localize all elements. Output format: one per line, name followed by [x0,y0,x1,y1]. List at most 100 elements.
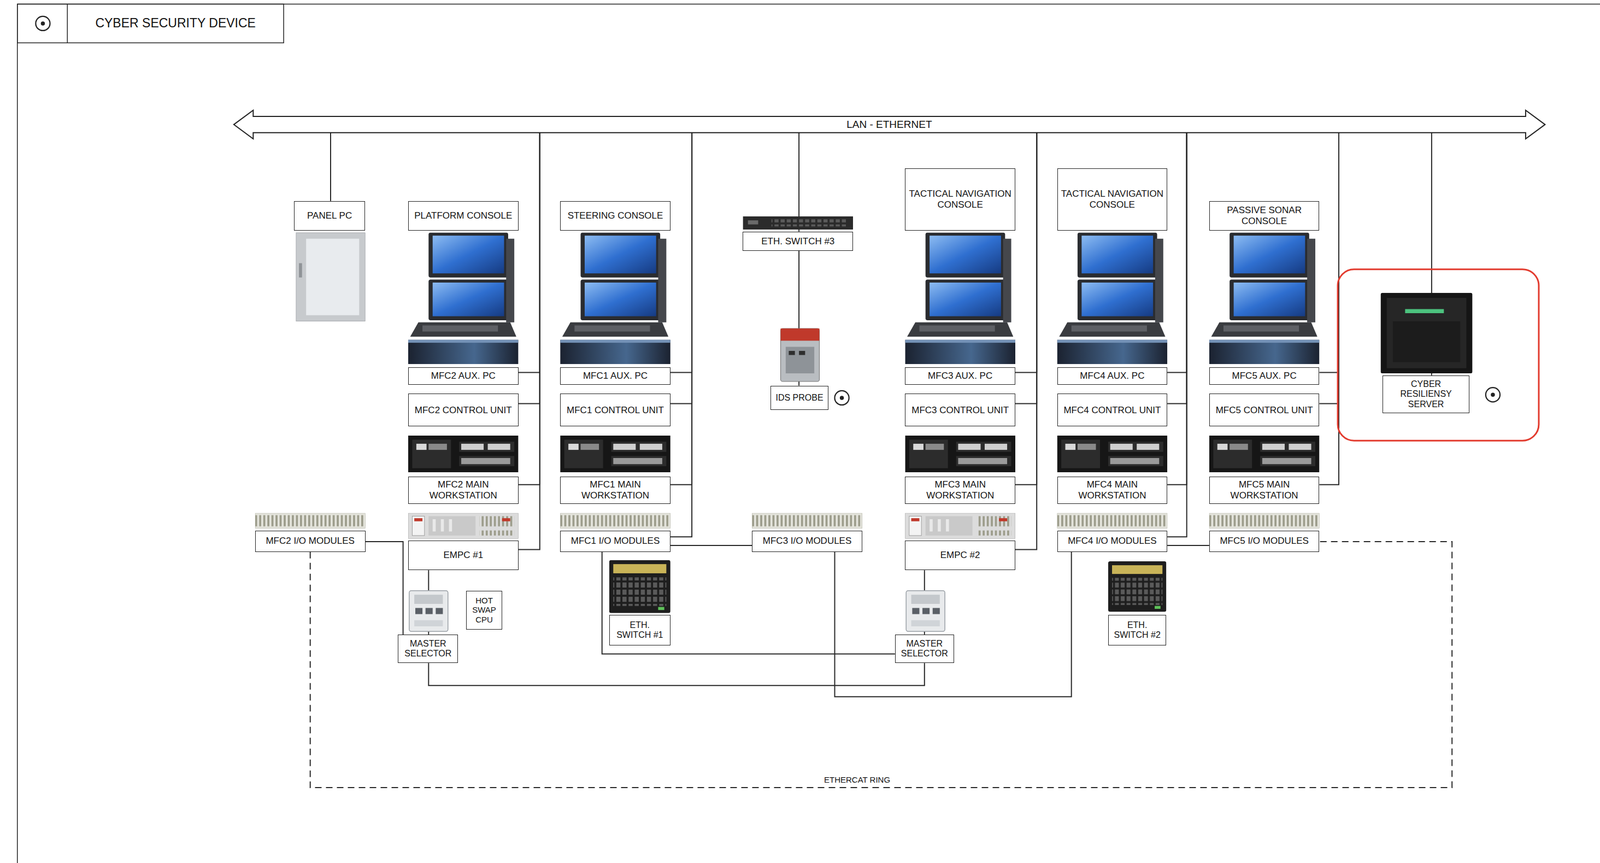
device-name: PLATFORM CONSOLE [414,210,513,222]
device-name: MFC3 MAIN WORKSTATION [908,479,1013,501]
device-name: CYBER RESILIENSY SERVER [1385,379,1467,410]
workstation-image [1057,435,1168,473]
device-label: MFC1 I/O MODULES [560,530,671,552]
console-image [907,232,1014,337]
device-name: STEERING CONSOLE [567,210,664,222]
master-selector-image [906,590,945,632]
empc-image [408,513,519,539]
io-modules-image [751,513,863,529]
device-label: MFC4 AUX. PC [1057,367,1168,385]
device-label: MFC1 CONTROL UNIT [560,393,671,427]
network-link [428,662,925,686]
network-link [1015,132,1037,485]
device-name: MFC2 CONTROL UNIT [414,404,513,416]
device-name: MFC3 AUX. PC [927,370,993,382]
device-label: ETH. SWITCH #3 [742,231,854,251]
device-name: TACTICAL NAVIGATION CONSOLE [908,188,1013,210]
device-name: MFC5 MAIN WORKSTATION [1212,479,1317,501]
aux-pc-image [1057,339,1168,365]
workstation-image [904,435,1016,473]
device-label: PANEL PC [293,201,366,231]
legend-divider [66,3,68,43]
bus-label: LAN - ETHERNET [840,118,938,131]
device-label: MASTER SELECTOR [895,634,955,663]
workstation-image [408,435,519,473]
master-selector-image [409,590,449,632]
console-image [1211,232,1318,337]
device-label: EMPC #1 [408,540,519,570]
network-link [670,132,692,404]
network-link [518,132,540,550]
aux-pc-image [1209,339,1320,365]
device-name: MFC1 AUX. PC [583,370,648,382]
device-name: MFC3 CONTROL UNIT [911,404,1009,416]
cyber-security-symbol [1485,387,1500,402]
device-label: MFC2 CONTROL UNIT [408,393,519,427]
device-name: EMPC #2 [940,549,981,561]
device-label: PLATFORM CONSOLE [408,201,519,231]
device-label: MFC5 AUX. PC [1209,367,1320,385]
device-label: MASTER SELECTOR [397,634,458,663]
device-label: MFC2 MAIN WORKSTATION [408,476,519,504]
ethernet-switch-image [742,216,854,230]
network-link [670,544,752,546]
device-name: TACTICAL NAVIGATION CONSOLE [1060,188,1165,210]
device-label: CYBER RESILIENSY SERVER [1382,375,1470,414]
device-label: MFC3 I/O MODULES [751,530,863,552]
device-name: MFC1 CONTROL UNIT [566,404,664,416]
network-link [1319,132,1340,373]
device-label: ETH. SWITCH #1 [609,614,671,646]
device-name: MFC1 MAIN WORKSTATION [563,479,668,501]
panel-pc-image [296,232,366,322]
device-name: MFC2 I/O MODULES [265,535,355,547]
legend-entry: CYBER SECURITY DEVICE [67,3,284,43]
device-label: MFC3 MAIN WORKSTATION [904,476,1016,504]
page-frame [16,3,18,863]
console-image [410,232,517,337]
device-name: MFC5 I/O MODULES [1219,535,1309,547]
device-label: HOT SWAP CPU [466,590,502,630]
device-name: MFC5 AUX. PC [1232,370,1297,382]
network-link [1319,132,1340,404]
network-link [1167,132,1187,373]
device-label: MFC5 CONTROL UNIT [1209,393,1320,427]
network-link [602,551,896,655]
network-link [1015,132,1037,404]
aux-pc-image [408,339,519,365]
device-label: EMPC #2 [904,540,1016,570]
device-label: MFC1 MAIN WORKSTATION [560,476,671,504]
network-link [365,541,404,635]
network-link [670,132,692,485]
cyber-security-symbol [35,16,50,31]
device-name: MFC4 CONTROL UNIT [1063,404,1161,416]
link-label: ETHERCAT RING [820,774,894,785]
network-link [518,132,540,404]
device-label: IDS PROBE [770,385,829,411]
device-name: MFC4 I/O MODULES [1067,535,1157,547]
device-label: MFC4 MAIN WORKSTATION [1057,476,1168,504]
device-name: MFC4 MAIN WORKSTATION [1060,479,1165,501]
network-bus: LAN - ETHERNET [232,108,1546,141]
device-name: EMPC #1 [443,549,484,561]
aux-pc-image [904,339,1016,365]
device-name: MFC1 I/O MODULES [571,535,660,547]
device-name: MASTER SELECTOR [401,638,455,660]
network-link [518,132,540,373]
network-link [670,132,692,373]
network-link [670,132,692,538]
ethercat-ring-line [310,541,1453,788]
network-link [518,132,540,485]
device-name: ETH. SWITCH #2 [1111,620,1163,641]
network-link [330,132,332,202]
device-label: MFC4 CONTROL UNIT [1057,393,1168,427]
console-image [562,232,669,337]
device-name: MFC3 I/O MODULES [762,535,852,547]
device-label: MFC3 AUX. PC [904,367,1016,385]
io-modules-image [560,513,671,529]
io-modules-image [1209,513,1320,529]
io-modules-image [1057,513,1168,529]
device-label: MFC3 CONTROL UNIT [904,393,1016,427]
device-name: IDS PROBE [775,392,823,403]
legend-text: CYBER SECURITY DEVICE [95,15,256,31]
legend-frame [17,3,284,43]
